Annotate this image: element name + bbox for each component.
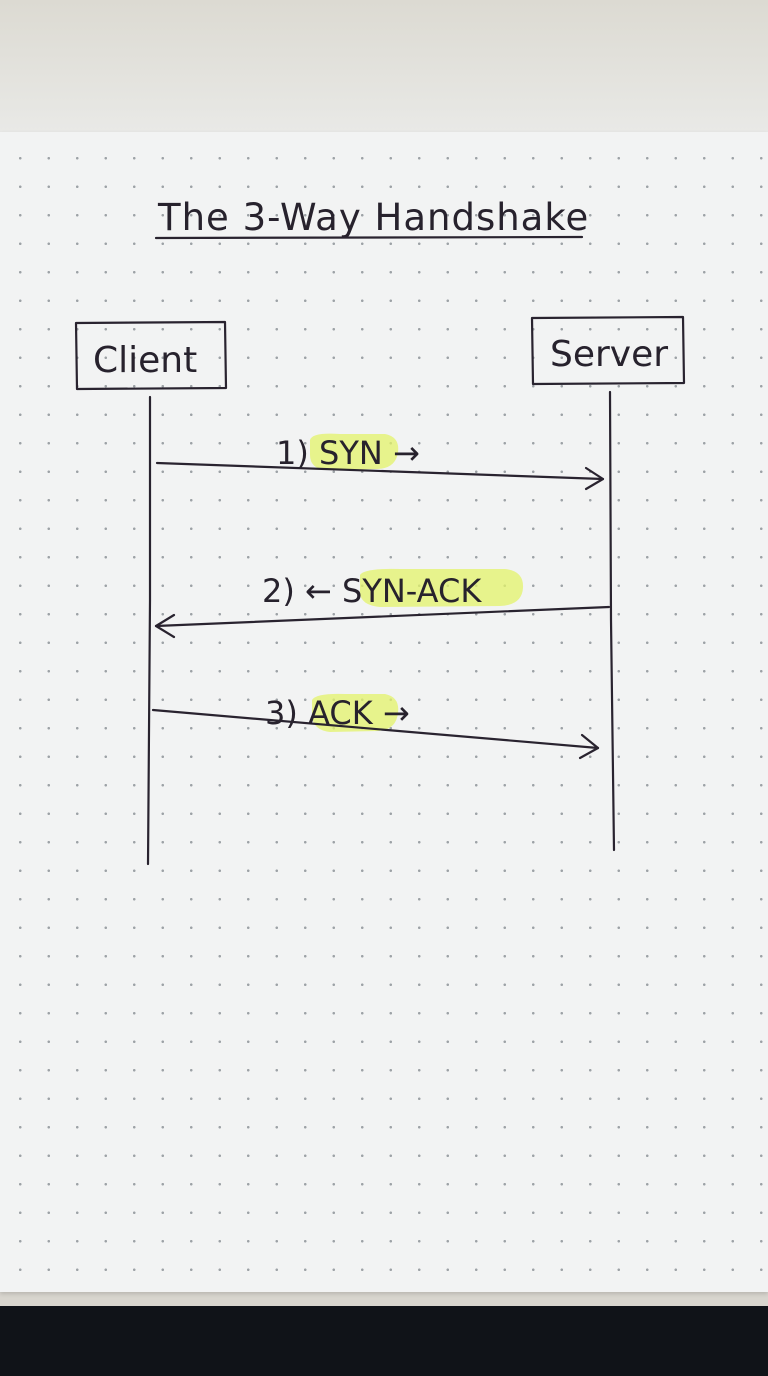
background-wall — [0, 0, 768, 150]
client-lifeline — [146, 395, 152, 866]
client-box — [74, 320, 228, 391]
client-label: Client — [93, 340, 197, 381]
syn-highlight — [310, 433, 399, 470]
ack-arrow-line — [151, 708, 600, 750]
syn-ack-highlight — [360, 568, 524, 607]
server-lifeline — [608, 390, 616, 852]
client-actor: Client — [74, 320, 228, 391]
syn-ack-arrow-line — [154, 605, 611, 628]
ack-arrowhead — [578, 733, 600, 760]
server-label: Server — [550, 334, 668, 375]
title-underline — [154, 235, 584, 240]
message-syn-ack: 2) ← SYN-ACK — [154, 568, 611, 639]
message-syn: 1) SYN → — [155, 433, 605, 491]
syn-arrowhead — [584, 466, 605, 491]
ack-highlight — [312, 693, 399, 732]
message-ack: 3) ACK → — [151, 693, 600, 760]
server-box — [530, 315, 686, 386]
server-actor: Server — [530, 315, 686, 386]
message-syn-ack-label: 2) ← SYN-ACK — [262, 572, 482, 610]
diagram-title: The 3-Way Handshake — [157, 196, 589, 239]
syn-ack-arrowhead — [154, 613, 176, 639]
message-syn-label: 1) SYN → — [276, 434, 420, 472]
dark-surface — [0, 1306, 768, 1376]
syn-arrow-line — [155, 461, 605, 481]
